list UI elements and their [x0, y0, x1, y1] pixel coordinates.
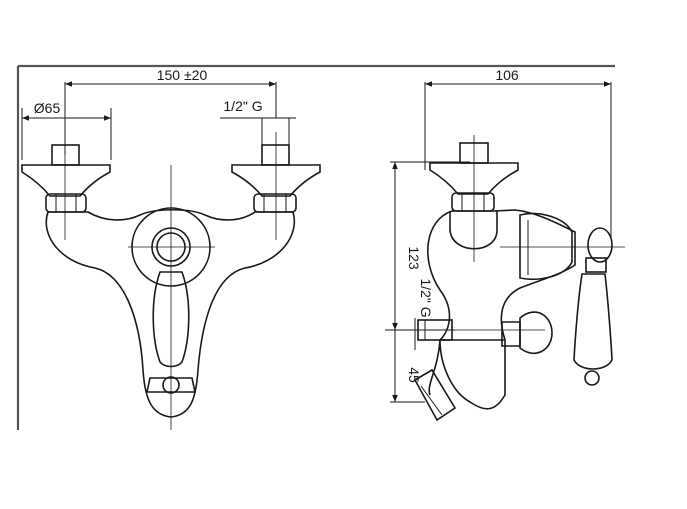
front-view: 150 ±20 Ø65 1/2" G	[21, 67, 321, 430]
side-diverter	[501, 311, 553, 354]
outlet-offset-label: 45	[406, 367, 422, 383]
hose-connector	[413, 368, 457, 422]
rosette-diameter-label: Ø65	[34, 100, 61, 116]
centre-lines	[64, 132, 277, 430]
left-inlet-assembly	[21, 144, 111, 213]
dimension-depth: 106	[424, 67, 612, 240]
depth-label: 106	[495, 67, 519, 83]
dimension-overall-width: 150 ±20	[64, 67, 277, 155]
mixer-body	[45, 209, 296, 418]
side-lever-handle	[573, 273, 613, 370]
height-label: 123	[406, 246, 422, 270]
dimension-rosette-diameter: Ø65	[21, 100, 112, 160]
side-knob	[585, 227, 613, 273]
side-body	[427, 209, 576, 341]
outlet-thread-label: 1/2" G	[418, 278, 434, 317]
lever-handle	[152, 271, 190, 368]
dimension-inlet-thread: 1/2" G	[220, 98, 296, 145]
cartridge-housing	[449, 211, 498, 250]
side-outlet-spout	[428, 339, 506, 410]
lever-tip	[584, 370, 600, 386]
side-view: 106 123 1/2" G 45	[385, 67, 625, 422]
side-centre-lines	[392, 135, 625, 331]
cartridge	[519, 212, 573, 280]
overall-width-label: 150 ±20	[157, 67, 208, 83]
drawing-frame	[16, 64, 615, 430]
dimension-outlet-thread: 1/2" G	[414, 278, 434, 350]
right-inlet-assembly	[231, 144, 321, 213]
inlet-thread-label: 1/2" G	[223, 98, 262, 114]
